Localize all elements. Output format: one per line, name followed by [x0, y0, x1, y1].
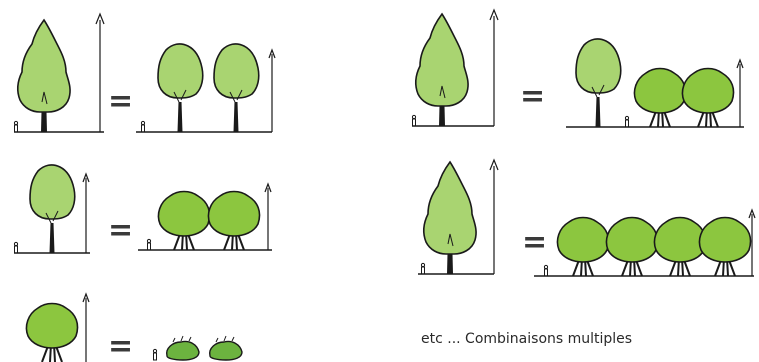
height-arrow-icon [82, 292, 90, 303]
tall-tree [423, 161, 477, 275]
round-tree [157, 190, 211, 251]
equals-sign: = [108, 84, 133, 119]
person-icon [420, 262, 426, 275]
round-tree [698, 216, 752, 277]
person-icon [146, 238, 152, 251]
medium-tree [575, 38, 622, 128]
height-arrow-icon [268, 48, 276, 59]
low-shrub [208, 335, 243, 361]
medium-tree [29, 164, 76, 254]
row3-left-group [25, 292, 90, 362]
height-arrow-icon [95, 12, 105, 25]
equals-sign: = [522, 225, 547, 260]
equals-sign: = [520, 79, 545, 114]
height-arrow-icon [748, 208, 756, 219]
round-tree [633, 67, 687, 128]
medium-tree [157, 43, 204, 133]
row1-left-group [13, 12, 105, 133]
height-arrow-icon [736, 58, 744, 69]
row1b-right-group [566, 38, 744, 128]
person-icon [152, 348, 158, 361]
height-arrow-icon [489, 8, 499, 21]
round-tree [556, 216, 610, 277]
row2b-left-group [418, 158, 499, 275]
person-icon [13, 120, 19, 133]
person-icon [543, 264, 549, 277]
equals-sign: = [108, 329, 133, 362]
low-shrub [165, 335, 200, 361]
person-icon [624, 115, 630, 128]
person-icon [411, 114, 417, 127]
row2-right-group [138, 182, 272, 251]
round-tree [681, 67, 735, 128]
person-icon [140, 120, 146, 133]
round-tree [207, 190, 261, 251]
round-tree [605, 216, 659, 277]
tall-tree [415, 13, 469, 127]
equals-sign: = [108, 213, 133, 248]
row2-left-group [13, 164, 90, 254]
row3-right-group [152, 335, 243, 361]
row1b-left-group [411, 8, 499, 127]
height-arrow-icon [489, 158, 499, 171]
tall-tree [17, 19, 71, 133]
height-arrow-icon [264, 182, 272, 193]
height-arrow-icon [82, 172, 90, 183]
round-tree [25, 302, 79, 362]
row2b-right-group [534, 208, 756, 277]
caption-text: etc ... Combinaisons multiples [421, 331, 633, 347]
row1-right-group [136, 43, 276, 133]
round-tree [653, 216, 707, 277]
medium-tree [213, 43, 260, 133]
person-icon [13, 241, 19, 254]
